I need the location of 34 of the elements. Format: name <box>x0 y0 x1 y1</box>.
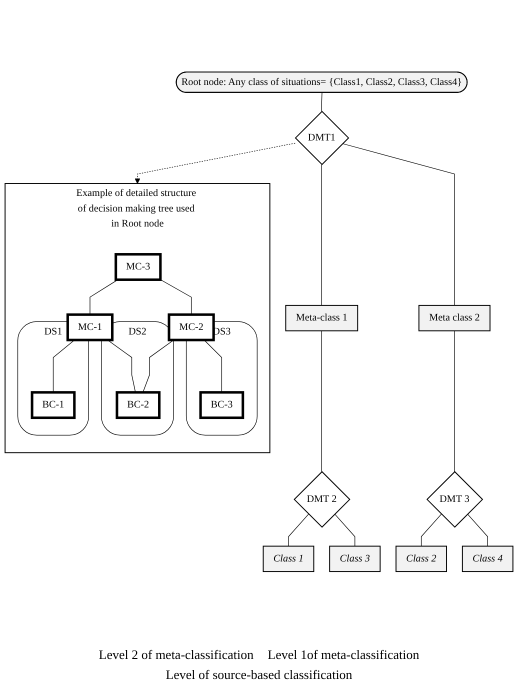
connector <box>467 513 488 546</box>
node-diamond: DMT 2 <box>294 470 350 528</box>
node-box: MC-1 <box>66 313 114 341</box>
connector <box>454 330 455 472</box>
connector <box>321 164 322 306</box>
node-box: Class 2 <box>396 545 447 572</box>
connector <box>107 339 136 392</box>
connector <box>334 513 356 546</box>
node-box: MC-3 <box>114 252 162 281</box>
node-box: Class 4 <box>462 545 514 572</box>
connector <box>52 339 75 392</box>
connector <box>90 279 118 315</box>
node-box: BC-1 <box>30 390 76 419</box>
node-box: Meta-class 1 <box>285 304 358 331</box>
connector <box>160 279 192 315</box>
arrow <box>134 142 296 184</box>
connector <box>420 513 442 546</box>
node-box: MC-2 <box>168 313 215 341</box>
level-label: Level 2 of meta-classification <box>98 647 254 663</box>
connector <box>321 330 322 472</box>
node-diamond: DMT 3 <box>426 470 484 528</box>
connector <box>204 339 222 392</box>
node-box: BC-2 <box>116 390 161 419</box>
connector <box>288 513 309 546</box>
node-box: Class 3 <box>329 545 381 572</box>
connector <box>342 142 455 306</box>
node-box: BC-3 <box>199 390 244 419</box>
node-box: Class 1 <box>262 545 314 572</box>
connector <box>321 92 322 112</box>
node-diamond: DMT1 <box>294 110 350 165</box>
connector <box>142 339 174 392</box>
node-box: Meta class 2 <box>418 304 490 331</box>
level-label: Level of source-based classification <box>166 667 352 683</box>
level-label: Level 1of meta-classification <box>268 647 420 663</box>
